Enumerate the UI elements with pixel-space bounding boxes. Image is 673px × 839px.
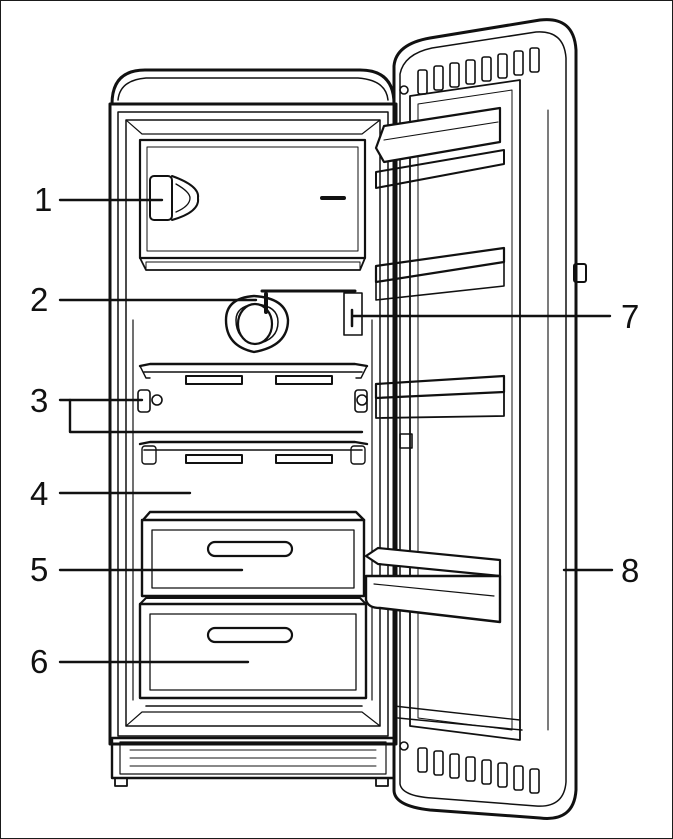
callout-3-label: 3	[30, 382, 49, 419]
callout-5-label: 5	[30, 551, 49, 588]
callout-1-label: 1	[34, 181, 53, 218]
door-bottle-rack	[364, 546, 502, 624]
cabinet-body	[108, 68, 398, 746]
glass-shelf-upper	[138, 362, 369, 385]
door-lower-trim	[393, 705, 521, 721]
callout-8-label: 8	[621, 552, 640, 589]
glass-shelf-lower	[138, 440, 369, 465]
shelf-supports	[132, 319, 373, 701]
callout-leaders	[58, 198, 614, 664]
door-gasket-bottom	[399, 741, 540, 794]
vegetable-drawer-lower	[138, 597, 368, 707]
light-fan-unit	[224, 289, 363, 354]
callout-4-label: 4	[30, 475, 49, 512]
callout-2-label: 2	[30, 281, 49, 318]
door-gasket-top	[399, 47, 540, 95]
door-rack-middle-lower	[374, 374, 506, 449]
vegetable-drawer-upper	[140, 518, 366, 598]
door-rack-middle-upper	[374, 246, 506, 301]
thermostat-knob	[149, 175, 200, 221]
open-door	[392, 18, 587, 820]
callout-6-label: 6	[30, 643, 49, 680]
freezer-compartment	[138, 138, 367, 271]
callout-7-label: 7	[621, 298, 640, 335]
door-rack-top	[374, 106, 505, 189]
leader-3b	[68, 398, 364, 434]
